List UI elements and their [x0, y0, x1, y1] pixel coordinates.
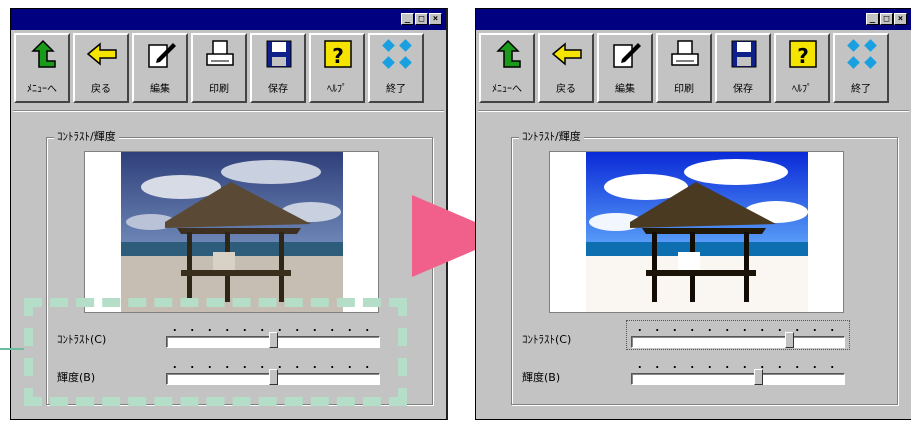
exit-icon: [847, 39, 877, 69]
slider-highlight-frame: [24, 298, 407, 406]
print-button-label: 印刷: [674, 84, 694, 95]
contrast-slider[interactable]: [631, 324, 845, 350]
minimize-button[interactable]: _: [401, 13, 414, 25]
exit-button[interactable]: 終了: [833, 33, 889, 103]
back-button[interactable]: 戻る: [538, 33, 594, 103]
image-preview: [84, 151, 379, 313]
help-button-label: ﾍﾙﾌﾟ: [792, 84, 812, 95]
green-up-arrow-icon: [31, 39, 56, 68]
help-button[interactable]: ? ﾍﾙﾌﾟ: [309, 33, 365, 103]
menu-button[interactable]: ﾒﾆｭｰへ: [14, 33, 70, 103]
floppy-disk-icon: [266, 40, 292, 68]
brightness-slider-ticks: [166, 364, 380, 370]
svg-text:?: ?: [797, 44, 809, 68]
brightness-slider[interactable]: [166, 361, 380, 387]
edit-button-label: 編集: [150, 84, 170, 95]
svg-text:?: ?: [332, 44, 344, 68]
brightness-slider-thumb[interactable]: [269, 369, 278, 385]
toolbar: ﾒﾆｭｰへ 戻る 編集 印刷: [14, 33, 443, 105]
print-button[interactable]: 印刷: [656, 33, 712, 103]
contrast-slider[interactable]: [166, 324, 380, 350]
contrast-focus-outline: [626, 320, 850, 350]
contrast-label: ｺﾝﾄﾗｽﾄ(C): [522, 333, 572, 346]
contrast-label: ｺﾝﾄﾗｽﾄ(C): [57, 333, 107, 346]
menu-button[interactable]: ﾒﾆｭｰへ: [479, 33, 535, 103]
floppy-disk-icon: [731, 40, 757, 68]
back-button[interactable]: 戻る: [73, 33, 129, 103]
contrast-slider-thumb[interactable]: [785, 332, 794, 348]
green-up-arrow-icon: [496, 39, 521, 68]
title-bar: _ □ ×: [11, 9, 446, 30]
menu-button-label: ﾒﾆｭｰへ: [492, 84, 522, 95]
image-preview: [549, 151, 844, 313]
toolbar-separator: [478, 110, 909, 112]
brightness-slider[interactable]: [631, 361, 845, 387]
printer-icon: [206, 40, 234, 66]
brightness-slider-thumb[interactable]: [754, 369, 763, 385]
contrast-slider-track: [631, 336, 845, 348]
close-button[interactable]: ×: [894, 13, 907, 25]
contrast-brightness-group: [511, 137, 898, 405]
printer-icon: [671, 40, 699, 66]
left-window: _ □ × ﾒﾆｭｰへ 戻る 編集: [10, 8, 448, 420]
edit-pencil-icon: [148, 43, 176, 68]
callout-pointer-line: [0, 348, 24, 350]
edit-pencil-icon: [613, 43, 641, 68]
edit-button-label: 編集: [615, 84, 635, 95]
print-button-label: 印刷: [209, 84, 229, 95]
minimize-button[interactable]: _: [866, 13, 879, 25]
edit-button[interactable]: 編集: [132, 33, 188, 103]
transition-arrow-icon: [412, 195, 508, 277]
group-title: ｺﾝﾄﾗｽﾄ/輝度: [54, 128, 119, 144]
contrast-slider-ticks: [631, 327, 845, 333]
yellow-left-arrow-icon: [551, 42, 582, 66]
print-button[interactable]: 印刷: [191, 33, 247, 103]
save-button[interactable]: 保存: [715, 33, 771, 103]
title-bar: _ □ ×: [476, 9, 911, 30]
help-button[interactable]: ? ﾍﾙﾌﾟ: [774, 33, 830, 103]
save-button-label: 保存: [268, 84, 288, 95]
help-question-icon: ?: [789, 40, 817, 68]
help-button-label: ﾍﾙﾌﾟ: [327, 84, 347, 95]
right-window: _ □ × ﾒﾆｭｰへ 戻る 編集: [475, 8, 911, 420]
beach-hut-photo: [121, 152, 343, 312]
exit-button-label: 終了: [386, 84, 406, 95]
toolbar: ﾒﾆｭｰへ 戻る 編集 印刷: [479, 33, 908, 105]
exit-button[interactable]: 終了: [368, 33, 424, 103]
brightness-label: 輝度(B): [522, 371, 561, 384]
maximize-button[interactable]: □: [880, 13, 893, 25]
exit-button-label: 終了: [851, 84, 871, 95]
beach-hut-photo-adjusted: [586, 152, 808, 312]
group-title: ｺﾝﾄﾗｽﾄ/輝度: [519, 128, 584, 144]
help-question-icon: ?: [324, 40, 352, 68]
menu-button-label: ﾒﾆｭｰへ: [27, 84, 57, 95]
save-button[interactable]: 保存: [250, 33, 306, 103]
exit-icon: [382, 39, 412, 69]
brightness-slider-track: [631, 373, 845, 385]
toolbar-separator: [13, 110, 444, 112]
save-button-label: 保存: [733, 84, 753, 95]
back-button-label: 戻る: [91, 84, 111, 95]
edit-button[interactable]: 編集: [597, 33, 653, 103]
contrast-slider-thumb[interactable]: [269, 332, 278, 348]
yellow-left-arrow-icon: [86, 42, 117, 66]
maximize-button[interactable]: □: [415, 13, 428, 25]
brightness-slider-ticks: [631, 364, 845, 370]
back-button-label: 戻る: [556, 84, 576, 95]
brightness-label: 輝度(B): [57, 371, 96, 384]
close-button[interactable]: ×: [429, 13, 442, 25]
contrast-slider-ticks: [166, 327, 380, 333]
